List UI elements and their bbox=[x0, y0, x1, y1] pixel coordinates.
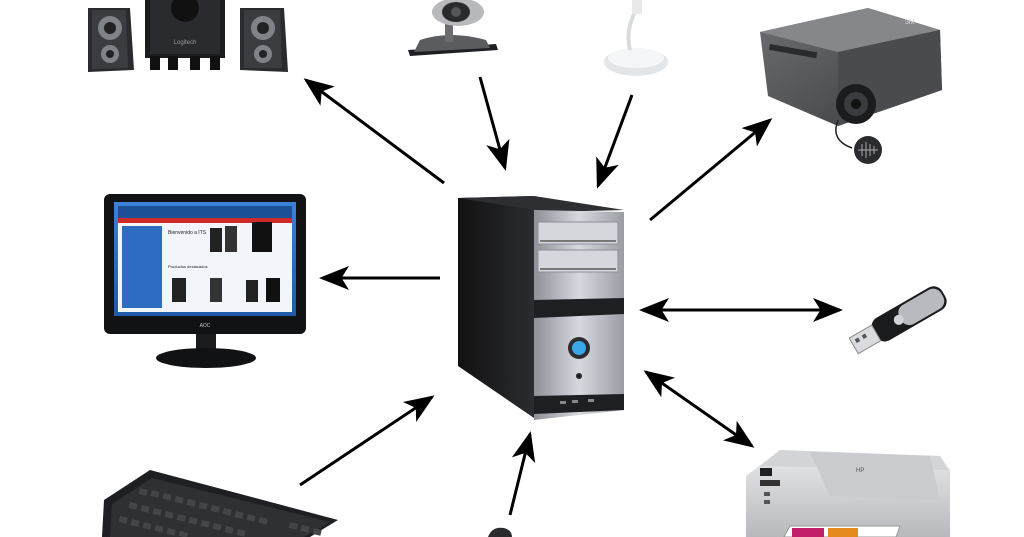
webcam-icon bbox=[408, 0, 498, 56]
arrow-from-microphone bbox=[596, 94, 634, 189]
arrow-to-speakers bbox=[303, 78, 445, 185]
projector-brand: 3M bbox=[905, 19, 915, 26]
printer-icon: HP bbox=[746, 450, 950, 537]
arrow-from-webcam bbox=[478, 76, 510, 171]
speakers-brand: Logitech bbox=[174, 40, 197, 46]
arrows bbox=[299, 76, 843, 516]
printer-brand: HP bbox=[856, 468, 864, 474]
monitor-icon: Bienvenido a ITS Productos destacados AO… bbox=[104, 194, 306, 368]
usb-drive-icon bbox=[848, 286, 947, 355]
projector-icon: 3M bbox=[760, 8, 942, 164]
monitor-brand: AOC bbox=[200, 323, 211, 329]
keyboard-icon bbox=[102, 470, 338, 537]
arrow-from-keyboard bbox=[299, 395, 435, 487]
screen-heading: Bienvenido a ITS bbox=[168, 230, 207, 236]
arrow-printer-bidirectional bbox=[643, 370, 755, 448]
microphone-icon bbox=[604, 0, 668, 76]
mouse-icon bbox=[488, 527, 512, 537]
speakers-icon: Logitech bbox=[88, 0, 288, 72]
arrow-to-projector bbox=[649, 118, 773, 222]
computer-tower-icon bbox=[458, 196, 624, 420]
screen-subheading: Productos destacados bbox=[168, 264, 208, 269]
arrow-from-mouse bbox=[508, 431, 536, 516]
